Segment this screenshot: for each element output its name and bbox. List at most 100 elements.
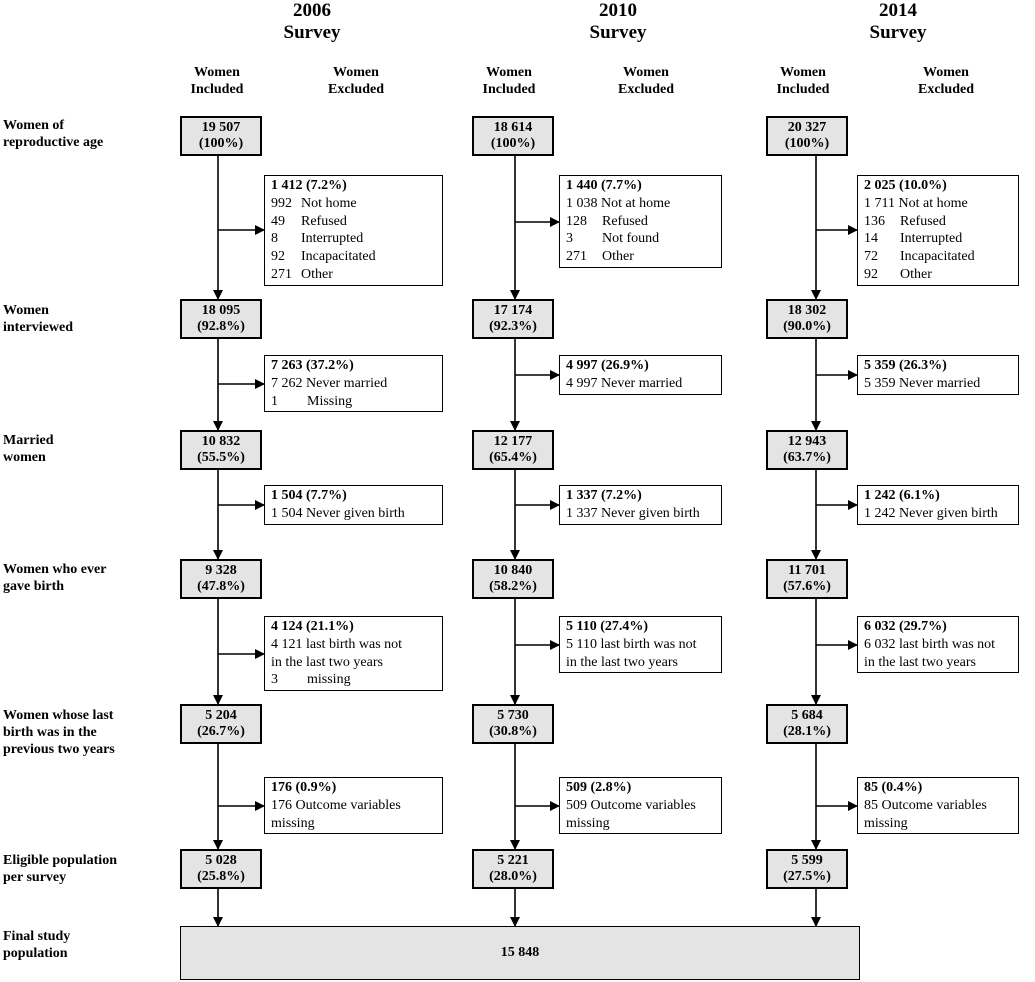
row-label: Women whose last birth was in the previous…	[3, 707, 173, 758]
excluded-reason: in the last two years	[271, 654, 442, 672]
included-box: 5 599(27.5%)	[766, 849, 848, 889]
included-count: 18 614	[493, 120, 533, 135]
excluded-reason-text: Never given birth	[899, 505, 998, 521]
excluded-total: 7 263 (37.2%)	[271, 358, 354, 373]
row-label-line: previous two years	[3, 742, 115, 757]
included-count: 5 730	[497, 708, 529, 723]
col-header-line: Women	[923, 65, 969, 80]
excluded-reason-text: Other	[301, 266, 333, 282]
included-percent: (100%)	[198, 136, 244, 151]
excluded-reason-text: Other	[602, 249, 634, 265]
excluded-reason-text: in the last two years	[271, 654, 383, 670]
excluded-reason-count: 92	[864, 266, 878, 282]
included-percent: (100%)	[784, 136, 830, 151]
excluded-total: 85 (0.4%)	[864, 780, 923, 795]
included-percent: (57.6%)	[783, 579, 831, 594]
excluded-reason-count: 5 359	[864, 375, 896, 391]
excluded-reason-text: Incapacitated	[301, 249, 376, 265]
col-header-line: Women	[333, 65, 379, 80]
excluded-total: 509 (2.8%)	[566, 780, 632, 795]
excluded-reason: 271 Other	[271, 266, 442, 284]
excluded-reason: 6 032 last birth was not	[864, 636, 1018, 654]
included-box: 12 943(63.7%)	[766, 430, 848, 470]
excluded-reason-count: 271	[271, 266, 292, 282]
excluded-reason-count: 4 121	[271, 636, 303, 652]
row-label-line: interviewed	[3, 320, 73, 335]
excluded-box: 5 359 (26.3%)5 359 Never married	[857, 355, 1019, 395]
included-percent: (65.4%)	[489, 450, 537, 465]
excluded-reason: missing	[864, 815, 1018, 833]
row-label-line: birth was in the	[3, 725, 97, 740]
included-percent: (26.7%)	[197, 724, 245, 739]
excluded-reason-text: Outcome variables	[590, 797, 696, 813]
excluded-reason-count: 1 337	[566, 505, 598, 521]
excluded-reason-text: Never married	[899, 375, 981, 391]
excluded-total: 4 124 (21.1%)	[271, 619, 354, 634]
row-label-line: population	[3, 946, 68, 961]
excluded-reason: 85 Outcome variables	[864, 797, 1018, 815]
col-header-line: Women	[780, 65, 826, 80]
excluded-total: 1 337 (7.2%)	[566, 488, 642, 503]
survey-word: Survey	[589, 22, 647, 43]
included-box: 20 327(100%)	[766, 116, 848, 156]
excluded-box: 1 504 (7.7%)1 504 Never given birth	[264, 485, 443, 525]
excluded-reason-count: 1 711	[864, 195, 895, 211]
included-percent: (25.8%)	[197, 869, 245, 884]
included-percent: (63.7%)	[783, 450, 831, 465]
included-box: 11 701(57.6%)	[766, 559, 848, 599]
excluded-total: 176 (0.9%)	[271, 780, 337, 795]
included-box: 5 730(30.8%)	[472, 704, 554, 744]
included-box: 18 095(92.8%)	[180, 299, 262, 339]
final-population-box: 15 848	[180, 926, 860, 980]
row-label-line: Married	[3, 433, 54, 448]
row-label-line: gave birth	[3, 579, 65, 594]
excluded-reason: in the last two years	[566, 654, 721, 672]
included-percent: (90.0%)	[783, 319, 831, 334]
included-box: 19 507(100%)	[180, 116, 262, 156]
excluded-reason-count: 271	[566, 249, 587, 265]
included-count: 18 302	[787, 303, 827, 318]
excluded-reason-count: 8	[271, 231, 278, 247]
survey-word: Survey	[283, 22, 341, 43]
included-box: 5 221(28.0%)	[472, 849, 554, 889]
excluded-reason: 5 359 Never married	[864, 375, 1018, 393]
row-label-line: Women whose last	[3, 708, 114, 723]
col-header-line: Excluded	[617, 82, 674, 97]
included-count: 5 204	[205, 708, 237, 723]
included-count: 20 327	[787, 120, 827, 135]
excluded-reason-count: 176	[271, 797, 292, 813]
row-label-line: per survey	[3, 870, 67, 885]
excluded-reason-text: in the last two years	[864, 654, 976, 670]
excluded-reason-text: Incapacitated	[900, 249, 975, 265]
included-box: 9 328(47.8%)	[180, 559, 262, 599]
included-count: 17 174	[493, 303, 533, 318]
excluded-reason-count: 1	[271, 393, 278, 409]
excluded-reason-text: last birth was not	[600, 636, 697, 652]
included-box: 18 302(90.0%)	[766, 299, 848, 339]
excluded-total: 1 504 (7.7%)	[271, 488, 347, 503]
excluded-reason-text: last birth was not	[306, 636, 403, 652]
included-count: 10 832	[201, 434, 241, 449]
excluded-reason-count: 1 038	[566, 195, 598, 211]
excluded-reason-text: Outcome variables	[295, 797, 401, 813]
included-box: 5 028(25.8%)	[180, 849, 262, 889]
excluded-reason-text: Refused	[301, 213, 347, 229]
final-population-count: 15 848	[500, 945, 540, 960]
excluded-reason: 1 038 Not at home	[566, 195, 721, 213]
excluded-reason: 4 997 Never married	[566, 375, 721, 393]
